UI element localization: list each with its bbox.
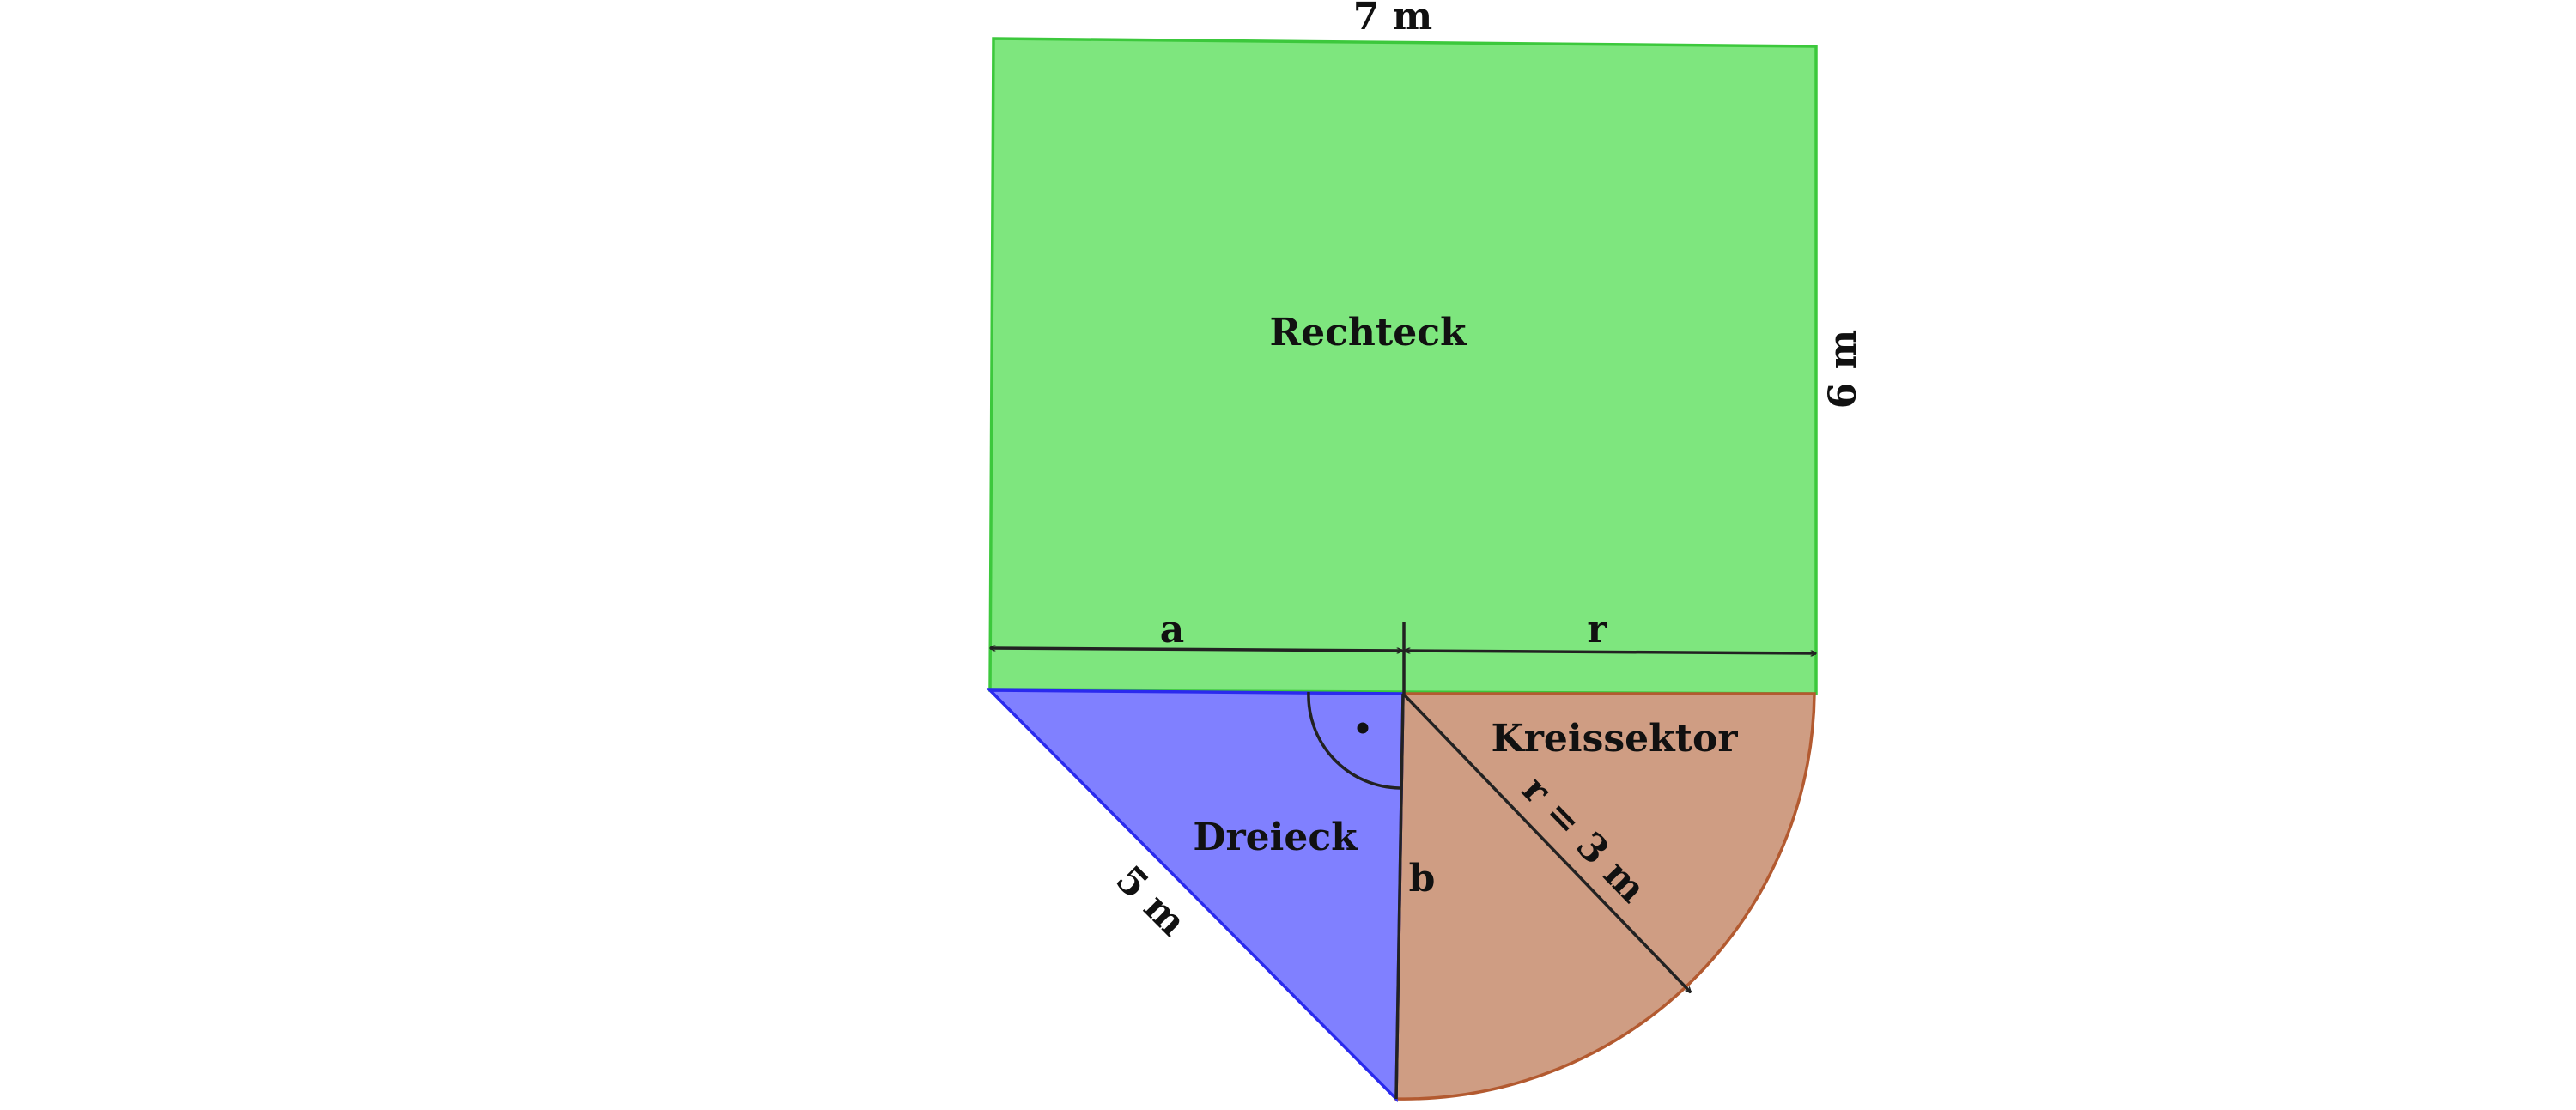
triangle-shape: [986, 688, 1405, 1103]
right-angle-marker-icon: [1307, 691, 1400, 790]
dimension-r-label: r: [1587, 608, 1607, 652]
triangle-label: Dreieck: [1193, 816, 1358, 859]
dimension-a-arrow: [990, 648, 1402, 651]
dimension-a-label: a: [1160, 608, 1185, 652]
side-b-label: b: [1409, 857, 1436, 901]
top-width-label: 7 m: [1353, 0, 1433, 39]
dimension-r-arrow: [1405, 651, 1816, 653]
right-height-label: 6 m: [1821, 330, 1865, 409]
rectangle-shape: [988, 37, 1818, 695]
sector-label: Kreissektor: [1491, 717, 1738, 761]
side-b-line: [1394, 693, 1405, 1100]
rectangle-label: Rechteck: [1270, 311, 1467, 355]
radius-arrow: [1401, 692, 1691, 992]
